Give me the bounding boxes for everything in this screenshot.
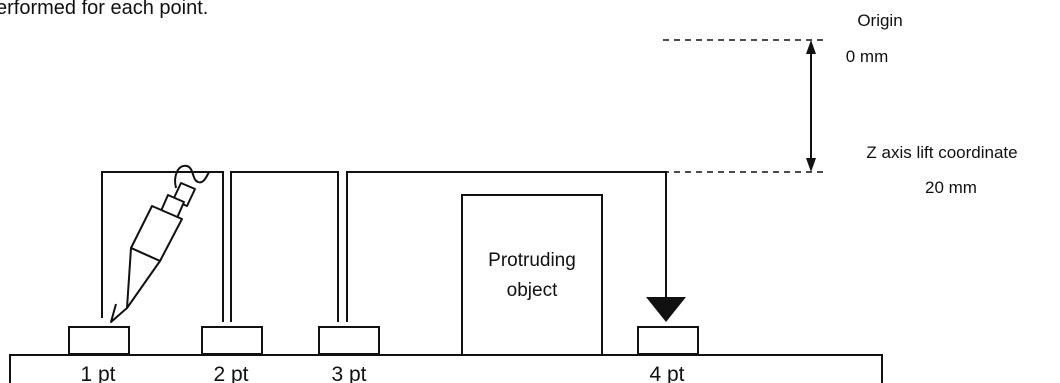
lift-coordinate-label: Z axis lift coordinate	[866, 143, 1017, 162]
pad-4	[637, 326, 699, 355]
base-plate	[9, 354, 883, 383]
origin-value: 0 mm	[846, 47, 889, 66]
intro-text: erformed for each point.	[0, 0, 208, 19]
point-label-4: 4 pt	[649, 363, 684, 383]
point-label-2: 2 pt	[213, 363, 248, 383]
path-segment-2-to-3	[230, 171, 339, 322]
pad-2	[201, 326, 263, 355]
protruding-object-label-line1: Protruding	[488, 250, 576, 271]
distance-arrow-icon	[806, 40, 816, 172]
protruding-object	[461, 194, 603, 356]
pad-1	[68, 326, 130, 355]
dispenser-nozzle-icon	[110, 164, 210, 323]
point-label-3: 3 pt	[331, 363, 366, 383]
path-segment-1-to-2	[101, 171, 224, 322]
point-label-1: 1 pt	[80, 363, 115, 383]
path-segment-3-to-4	[346, 171, 667, 322]
protruding-object-label-line2: object	[507, 280, 558, 301]
lift-coordinate-value: 20 mm	[925, 178, 977, 197]
origin-label: Origin	[857, 11, 902, 30]
downward-triangle-icon	[646, 297, 686, 322]
pad-3	[318, 326, 380, 355]
